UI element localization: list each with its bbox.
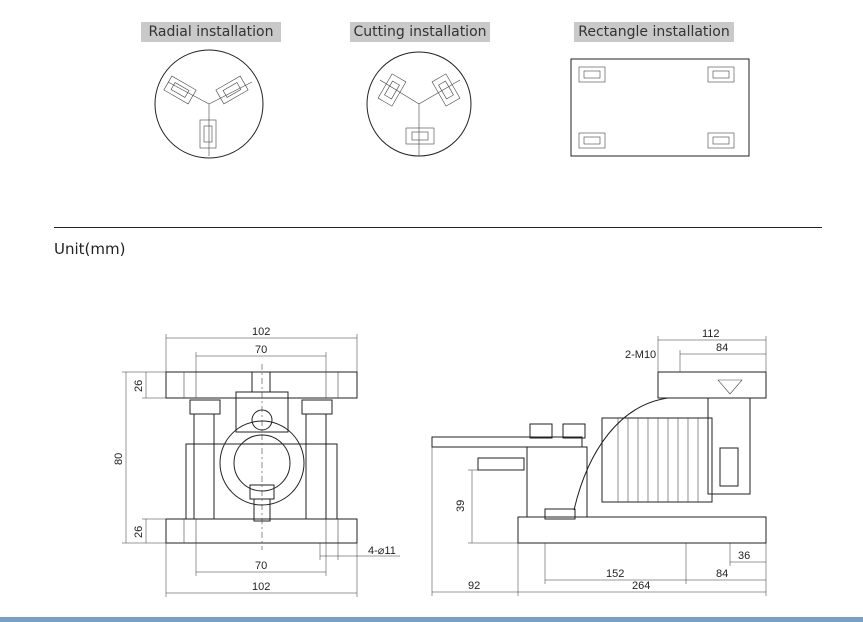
side-dim-top-inner: 84 <box>716 342 728 354</box>
rectangle-installation-diagram <box>570 58 750 157</box>
front-view-drawing: 102 70 80 26 26 70 102 4-⌀11 <box>113 326 400 597</box>
unit-label: Unit(mm) <box>54 240 126 258</box>
side-dim-total: 264 <box>632 580 650 592</box>
front-dim-bottom-total: 102 <box>252 581 270 593</box>
front-hole-note: 4-⌀11 <box>368 545 396 557</box>
side-dim-right: 36 <box>738 550 750 562</box>
front-dim-bottom-plate: 26 <box>133 526 145 538</box>
side-view-drawing: 2-M10 112 84 39 36 92 152 84 264 <box>431 328 767 596</box>
side-dim-right-bottom: 84 <box>716 568 728 580</box>
front-dim-height: 80 <box>113 453 125 465</box>
installation-diagrams <box>154 49 750 159</box>
side-dim-left: 92 <box>468 580 480 592</box>
front-dim-bottom-inner: 70 <box>255 560 267 572</box>
rectangle-installation-label: Rectangle installation <box>574 22 734 42</box>
side-thread-note: 2-M10 <box>625 349 656 361</box>
front-dim-top-plate: 26 <box>133 380 145 392</box>
cutting-installation-diagram <box>366 51 472 157</box>
radial-installation-diagram <box>154 49 264 159</box>
side-dim-height: 39 <box>455 500 467 512</box>
bottom-bar <box>0 617 863 622</box>
section-divider <box>54 227 822 228</box>
radial-installation-label: Radial installation <box>141 22 281 42</box>
cutting-installation-label: Cutting installation <box>350 22 490 42</box>
front-dim-top-inner: 70 <box>255 344 267 356</box>
side-dim-top-total: 112 <box>702 328 720 340</box>
front-dim-top-total: 102 <box>252 326 270 338</box>
side-dim-middle: 152 <box>606 568 624 580</box>
